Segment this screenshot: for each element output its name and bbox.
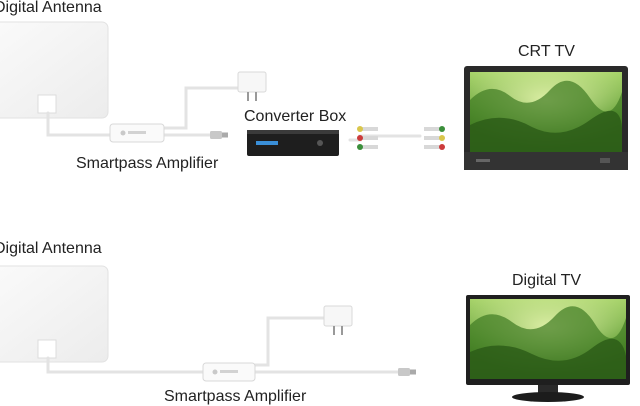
bottom-smartpass-amplifier-icon xyxy=(202,362,256,382)
crt-tv-icon xyxy=(464,66,628,170)
converter-box-icon xyxy=(247,130,339,156)
bottom-smartpass-amplifier-label: Smartpass Amplifier xyxy=(164,388,307,405)
top-digital-antenna-label: Digital Antenna xyxy=(0,0,102,16)
bottom-digital-antenna-icon xyxy=(0,265,109,363)
bottom-digital-antenna-label: Digital Antenna xyxy=(0,240,102,257)
crt-tv-label: CRT TV xyxy=(518,43,575,60)
digital-tv-label: Digital TV xyxy=(512,272,582,289)
top-smartpass-amplifier-label: Smartpass Amplifier xyxy=(76,155,219,172)
top-smartpass-amplifier-icon xyxy=(109,123,165,143)
top-coax-connector-icon xyxy=(210,131,228,139)
bottom-wall-power-adapter-icon xyxy=(323,305,353,335)
bottom-coax-connector-icon xyxy=(398,368,416,376)
bottom-cables xyxy=(46,316,402,374)
top-wall-power-adapter-icon xyxy=(237,71,267,101)
rca-composite-plugs-icon xyxy=(357,126,445,150)
converter-box-label: Converter Box xyxy=(244,108,347,125)
digital-tv-icon xyxy=(466,295,630,402)
top-digital-antenna-icon xyxy=(0,21,109,119)
